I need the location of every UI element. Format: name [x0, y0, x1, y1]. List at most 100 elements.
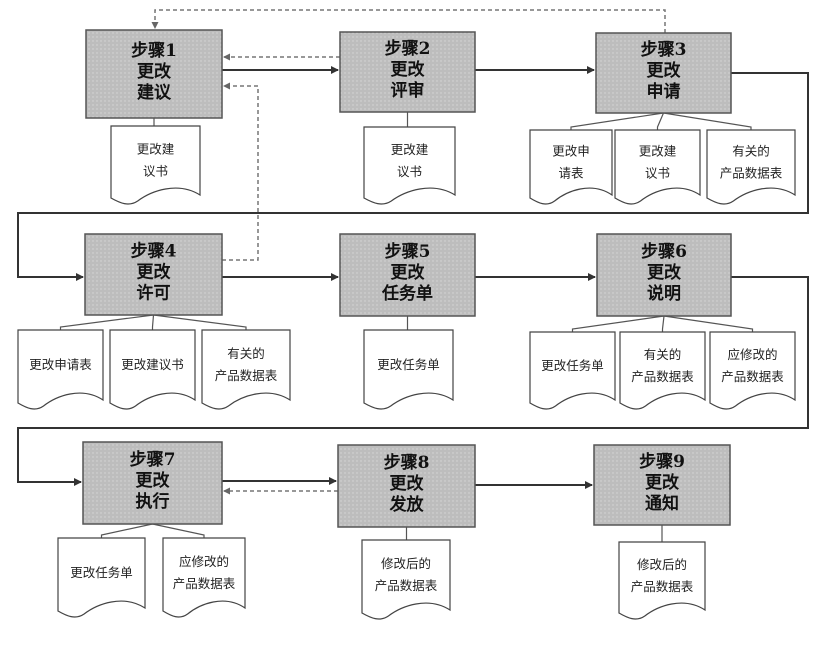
step-box: [339, 233, 476, 317]
document-label: 更改任务单: [377, 357, 440, 372]
document-shape: [201, 329, 291, 410]
document-shape: [363, 329, 454, 410]
document-shape: [361, 539, 451, 620]
document-shape: [706, 129, 796, 205]
step-title: 更改: [137, 262, 172, 283]
step-number: 步骤8: [384, 452, 430, 473]
step-box: [84, 233, 223, 316]
feedback-arrows: [151, 9, 666, 495]
doc-connector: [152, 523, 205, 538]
document-shape: [619, 331, 706, 410]
step-box: [82, 441, 223, 525]
step-box: [85, 29, 223, 119]
step-title: 更改: [391, 59, 426, 80]
document-label: 更改任务单: [70, 565, 133, 580]
step-box: [593, 444, 731, 526]
doc-connector: [663, 315, 754, 332]
doc-connector: [570, 112, 664, 130]
document-label: 有关的: [644, 347, 682, 362]
arrow-step6-step7: [17, 276, 809, 486]
document-label: 产品数据表: [720, 166, 783, 181]
step-title: 许可: [137, 283, 171, 304]
document-shape: [109, 329, 196, 410]
step-number: 步骤7: [130, 449, 176, 470]
document-label: 更改建: [639, 144, 677, 159]
doc-connector: [663, 112, 752, 130]
step-title: 更改: [136, 470, 171, 491]
document: 更改建议书: [110, 125, 201, 205]
document-label: 修改后的: [381, 556, 431, 571]
document: 更改任务单: [529, 331, 616, 410]
document: 更改申请表: [529, 129, 613, 205]
document-shape: [529, 331, 616, 410]
step-title: 说明: [647, 283, 681, 304]
document-label: 应修改的: [727, 347, 777, 362]
doc-connector: [153, 314, 247, 330]
document-label: 更改建: [391, 142, 429, 157]
step-title: 更改: [645, 472, 680, 493]
step-title: 更改: [647, 60, 682, 81]
document-shape: [618, 541, 706, 620]
doc-connector: [151, 314, 155, 330]
document-label: 产品数据表: [215, 368, 278, 383]
document-label: 更改建议书: [121, 357, 184, 372]
step-title: 更改: [137, 61, 172, 82]
step-box: [337, 444, 476, 528]
doc-connector: [59, 314, 154, 330]
document-label: 产品数据表: [375, 578, 438, 593]
document-shape: [709, 331, 796, 410]
document-label: 请表: [558, 166, 584, 181]
step-title: 更改: [391, 262, 426, 283]
document-shape: [614, 129, 701, 205]
step-number: 步骤5: [385, 241, 431, 262]
document-label: 更改申请表: [29, 357, 92, 372]
document-shape: [162, 537, 246, 618]
doc-connector: [656, 112, 665, 130]
document-shape: [110, 125, 201, 205]
step-title: 通知: [645, 493, 679, 514]
document-shape: [529, 129, 613, 205]
document-label: 更改建: [137, 142, 175, 157]
arrow-step3-step4: [17, 72, 809, 281]
document-label: 更改申: [552, 144, 590, 159]
step-box: [339, 31, 476, 113]
step-number: 步骤6: [641, 241, 687, 262]
step-number: 步骤3: [641, 39, 687, 60]
document-label: 议书: [143, 164, 168, 179]
document-label: 有关的: [732, 144, 770, 159]
step-number: 步骤2: [385, 38, 431, 59]
document-shape: [57, 537, 146, 618]
document-label: 议书: [397, 164, 422, 179]
step-box: [596, 233, 732, 317]
step-box: [595, 32, 732, 114]
step-title: 申请: [647, 81, 681, 102]
document-shape: [17, 329, 104, 410]
document-label: 产品数据表: [631, 369, 694, 384]
document-label: 更改任务单: [541, 358, 604, 373]
step-number: 步骤4: [131, 241, 177, 262]
step-title: 评审: [391, 80, 425, 101]
document-label: 议书: [645, 166, 670, 181]
step-title: 更改: [390, 473, 425, 494]
document: 更改建议书: [614, 129, 701, 205]
step-number: 步骤9: [639, 451, 685, 472]
document: 更改建议书: [363, 126, 456, 205]
doc-connector: [661, 315, 665, 332]
document-label: 产品数据表: [631, 579, 694, 594]
document-label: 修改后的: [637, 557, 687, 572]
document-label: 产品数据表: [173, 576, 236, 591]
document-shape: [363, 126, 456, 205]
